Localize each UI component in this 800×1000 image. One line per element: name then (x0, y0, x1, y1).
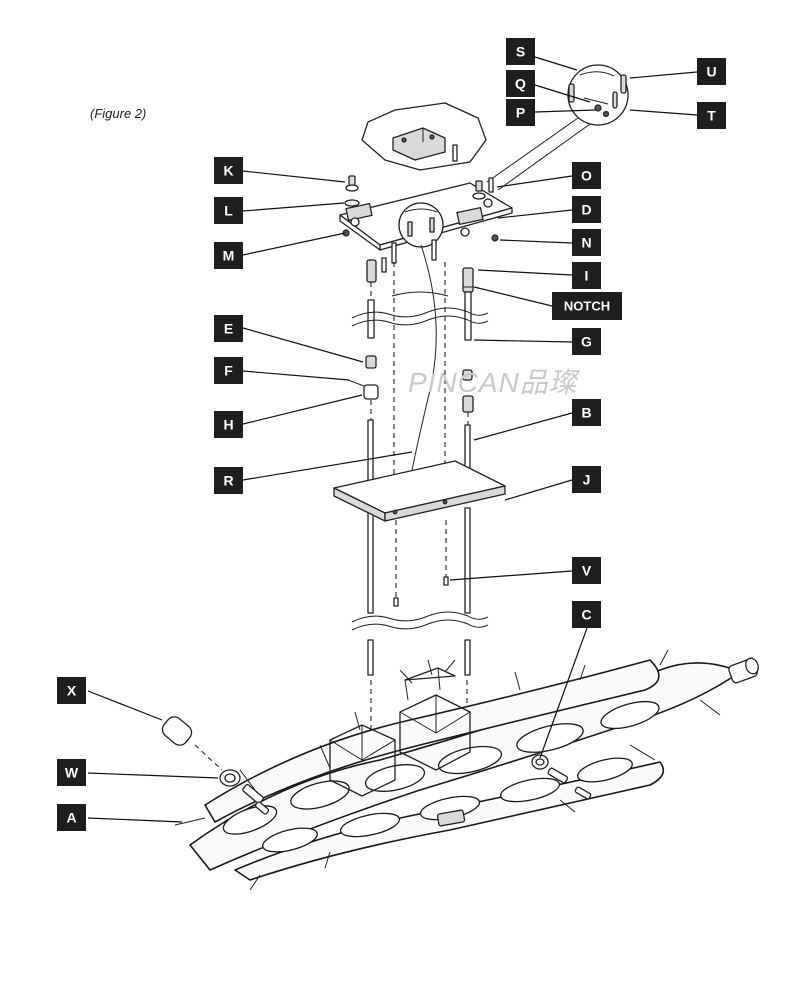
label-v: V (572, 557, 601, 584)
label-r: R (214, 467, 243, 494)
line-art (161, 64, 759, 891)
label-i: I (572, 262, 601, 289)
svg-text:D: D (581, 202, 591, 218)
mounting-bracket (339, 182, 513, 264)
canopy-cover (361, 102, 487, 171)
svg-text:U: U (706, 64, 716, 80)
detail-circle (486, 64, 629, 191)
label-w: W (57, 759, 86, 786)
label-c: C (572, 601, 601, 628)
label-k: K (214, 157, 243, 184)
svg-text:N: N (581, 235, 591, 251)
label-tags: S Q P U T K L M O D N I NOTCH E F H G B … (57, 38, 726, 831)
watermark: PINCAN品璨 (408, 367, 581, 398)
svg-text:B: B (581, 405, 591, 421)
label-t: T (697, 102, 726, 129)
svg-text:NOTCH: NOTCH (564, 299, 610, 314)
label-h: H (214, 411, 243, 438)
label-j: J (572, 466, 601, 493)
label-u: U (697, 58, 726, 85)
label-q: Q (506, 70, 535, 97)
label-b: B (572, 399, 601, 426)
label-o: O (572, 162, 601, 189)
svg-text:M: M (223, 248, 235, 264)
svg-text:A: A (66, 810, 76, 826)
svg-text:R: R (223, 473, 233, 489)
figure-caption: (Figure 2) (90, 106, 146, 121)
svg-text:O: O (581, 168, 592, 184)
svg-text:H: H (223, 417, 233, 433)
label-g: G (572, 328, 601, 355)
label-s: S (506, 38, 535, 65)
chandelier-body (174, 649, 759, 891)
label-n: N (572, 229, 601, 256)
svg-text:W: W (65, 765, 79, 781)
svg-text:F: F (224, 363, 233, 379)
label-d: D (572, 196, 601, 223)
svg-text:V: V (582, 563, 592, 579)
cube-frames (329, 667, 471, 797)
label-x: X (57, 677, 86, 704)
mounting-plate (333, 460, 506, 522)
svg-text:E: E (224, 321, 233, 337)
end-cap-right (728, 657, 759, 684)
svg-text:L: L (224, 203, 233, 219)
svg-text:I: I (585, 268, 589, 284)
svg-text:T: T (707, 108, 716, 124)
label-p: P (506, 99, 535, 126)
break-lines (351, 291, 489, 631)
socket-left (219, 769, 270, 815)
label-a: A (57, 804, 86, 831)
socket-center (531, 754, 592, 800)
label-e: E (214, 315, 243, 342)
svg-text:K: K (223, 163, 233, 179)
bracket-hardware (342, 175, 499, 273)
svg-text:C: C (581, 607, 591, 623)
svg-text:G: G (581, 334, 592, 350)
leader-lines (87, 56, 698, 823)
svg-text:S: S (516, 44, 525, 60)
svg-text:J: J (583, 472, 591, 488)
label-l: L (214, 197, 243, 224)
right-rod (462, 267, 474, 676)
svg-text:P: P (516, 105, 525, 121)
bulb (161, 716, 223, 771)
label-m: M (214, 242, 243, 269)
svg-text:Q: Q (515, 76, 526, 92)
svg-text:X: X (67, 683, 77, 699)
label-f: F (214, 357, 243, 384)
label-notch: NOTCH (552, 292, 622, 320)
